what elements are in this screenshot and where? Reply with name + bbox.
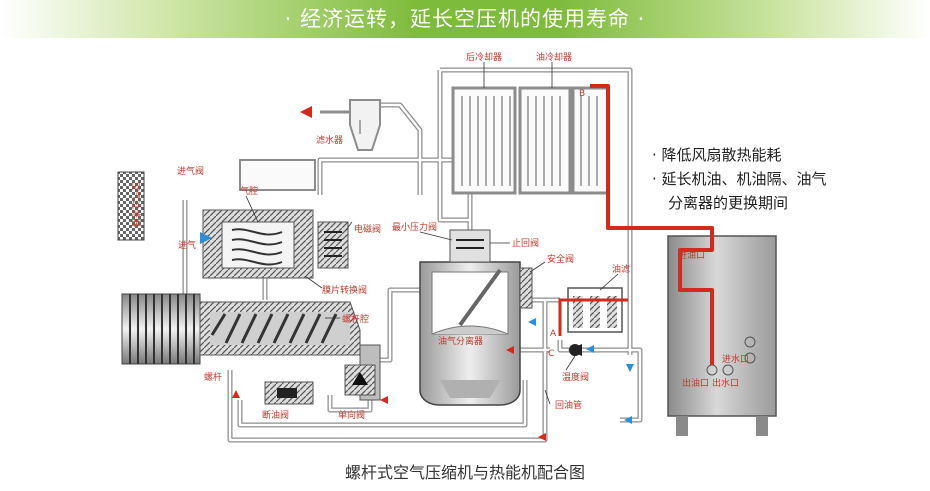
air-in-arrow-icon bbox=[200, 232, 212, 244]
label-point-b: B bbox=[579, 89, 585, 99]
label-tank-water-out: 出水口 bbox=[712, 377, 739, 389]
motor bbox=[121, 293, 201, 365]
figure-caption: 螺杆式空气压缩机与热能机配合图 bbox=[344, 463, 585, 482]
flow-arrows-red bbox=[232, 346, 546, 441]
label-aftercooler: 后冷却器 bbox=[466, 51, 502, 63]
label-oil-filter: 油滤 bbox=[612, 263, 630, 275]
label-min-pressure-valve: 最小压力阀 bbox=[392, 221, 437, 233]
label-solenoid-valve: 电磁阀 bbox=[354, 223, 381, 235]
outlet-arrow-icon bbox=[300, 106, 312, 118]
label-safety-valve: 安全阀 bbox=[547, 253, 574, 265]
safety-valve-body bbox=[519, 267, 533, 309]
flow-arrow-icon bbox=[528, 318, 536, 326]
label-screw-chamber: 螺杆腔 bbox=[342, 313, 369, 325]
aftercooler bbox=[451, 86, 517, 195]
hot-oil-pipe bbox=[590, 84, 714, 365]
label-air-filter: 空气过滤器 bbox=[130, 182, 142, 227]
flow-arrows bbox=[200, 232, 634, 424]
label-air-chamber: 气腔 bbox=[240, 185, 258, 197]
label-tank-water-in: 进水口 bbox=[722, 353, 749, 365]
oil-filter bbox=[567, 287, 623, 333]
oil-cut-valve bbox=[264, 381, 314, 405]
flow-arrow-icon bbox=[586, 345, 594, 353]
flow-arrow-icon bbox=[380, 396, 388, 404]
label-check-valve-top: 止回阀 bbox=[512, 237, 539, 249]
return-pipe-red bbox=[558, 298, 628, 336]
flow-arrow-icon bbox=[506, 346, 514, 354]
flow-arrow-icon bbox=[538, 433, 546, 441]
oil-cooler bbox=[518, 86, 610, 195]
label-air-in: 进气 bbox=[178, 239, 196, 251]
air-filter bbox=[117, 171, 145, 241]
label-oil-cooler: 油冷却器 bbox=[536, 51, 572, 63]
label-water-filter: 滤水器 bbox=[316, 134, 343, 146]
leader-lines bbox=[245, 62, 619, 405]
water-filter bbox=[300, 99, 381, 151]
label-point-c: C bbox=[548, 349, 554, 359]
flow-arrow-icon bbox=[624, 416, 632, 424]
label-temp-valve: 温度阀 bbox=[562, 371, 589, 383]
heat-energy-tank bbox=[667, 235, 777, 436]
temperature-valve bbox=[568, 344, 582, 356]
flow-arrow-icon bbox=[232, 390, 240, 398]
oil-gas-separator bbox=[419, 261, 521, 406]
label-tank-outlet: 出油口 bbox=[682, 377, 709, 389]
label-oil-cut-valve: 断油阀 bbox=[262, 409, 289, 421]
screw-housing bbox=[199, 301, 381, 401]
min-pressure-valve-body bbox=[449, 229, 491, 263]
label-screw: 螺杆 bbox=[204, 371, 222, 383]
intake-valve-block bbox=[202, 209, 314, 279]
page-title: · 经济运转，延长空压机的使用寿命 · bbox=[284, 7, 646, 31]
benefit-1: · 降低风扇散热能耗 bbox=[652, 146, 782, 164]
benefit-2: · 延长机油、机油隔、油气 bbox=[652, 170, 827, 188]
air-chamber-box bbox=[239, 159, 316, 191]
one-way-valve bbox=[344, 364, 376, 396]
benefit-2-continued: 分离器的更换期间 bbox=[668, 194, 789, 212]
header-banner bbox=[0, 0, 930, 38]
solenoid-valve bbox=[317, 221, 349, 269]
label-tank-inlet: 进油口 bbox=[678, 249, 705, 261]
label-diaphragm-valve: 膜片转换阀 bbox=[322, 284, 367, 296]
label-return-pipe: 回油管 bbox=[555, 399, 582, 411]
label-point-a: A bbox=[550, 329, 557, 339]
label-intake-valve: 进气阀 bbox=[177, 165, 204, 177]
label-oil-gas-separator: 油气分离器 bbox=[438, 335, 483, 347]
label-one-way-valve: 单向阀 bbox=[338, 409, 365, 421]
flow-arrow-icon bbox=[626, 364, 634, 372]
